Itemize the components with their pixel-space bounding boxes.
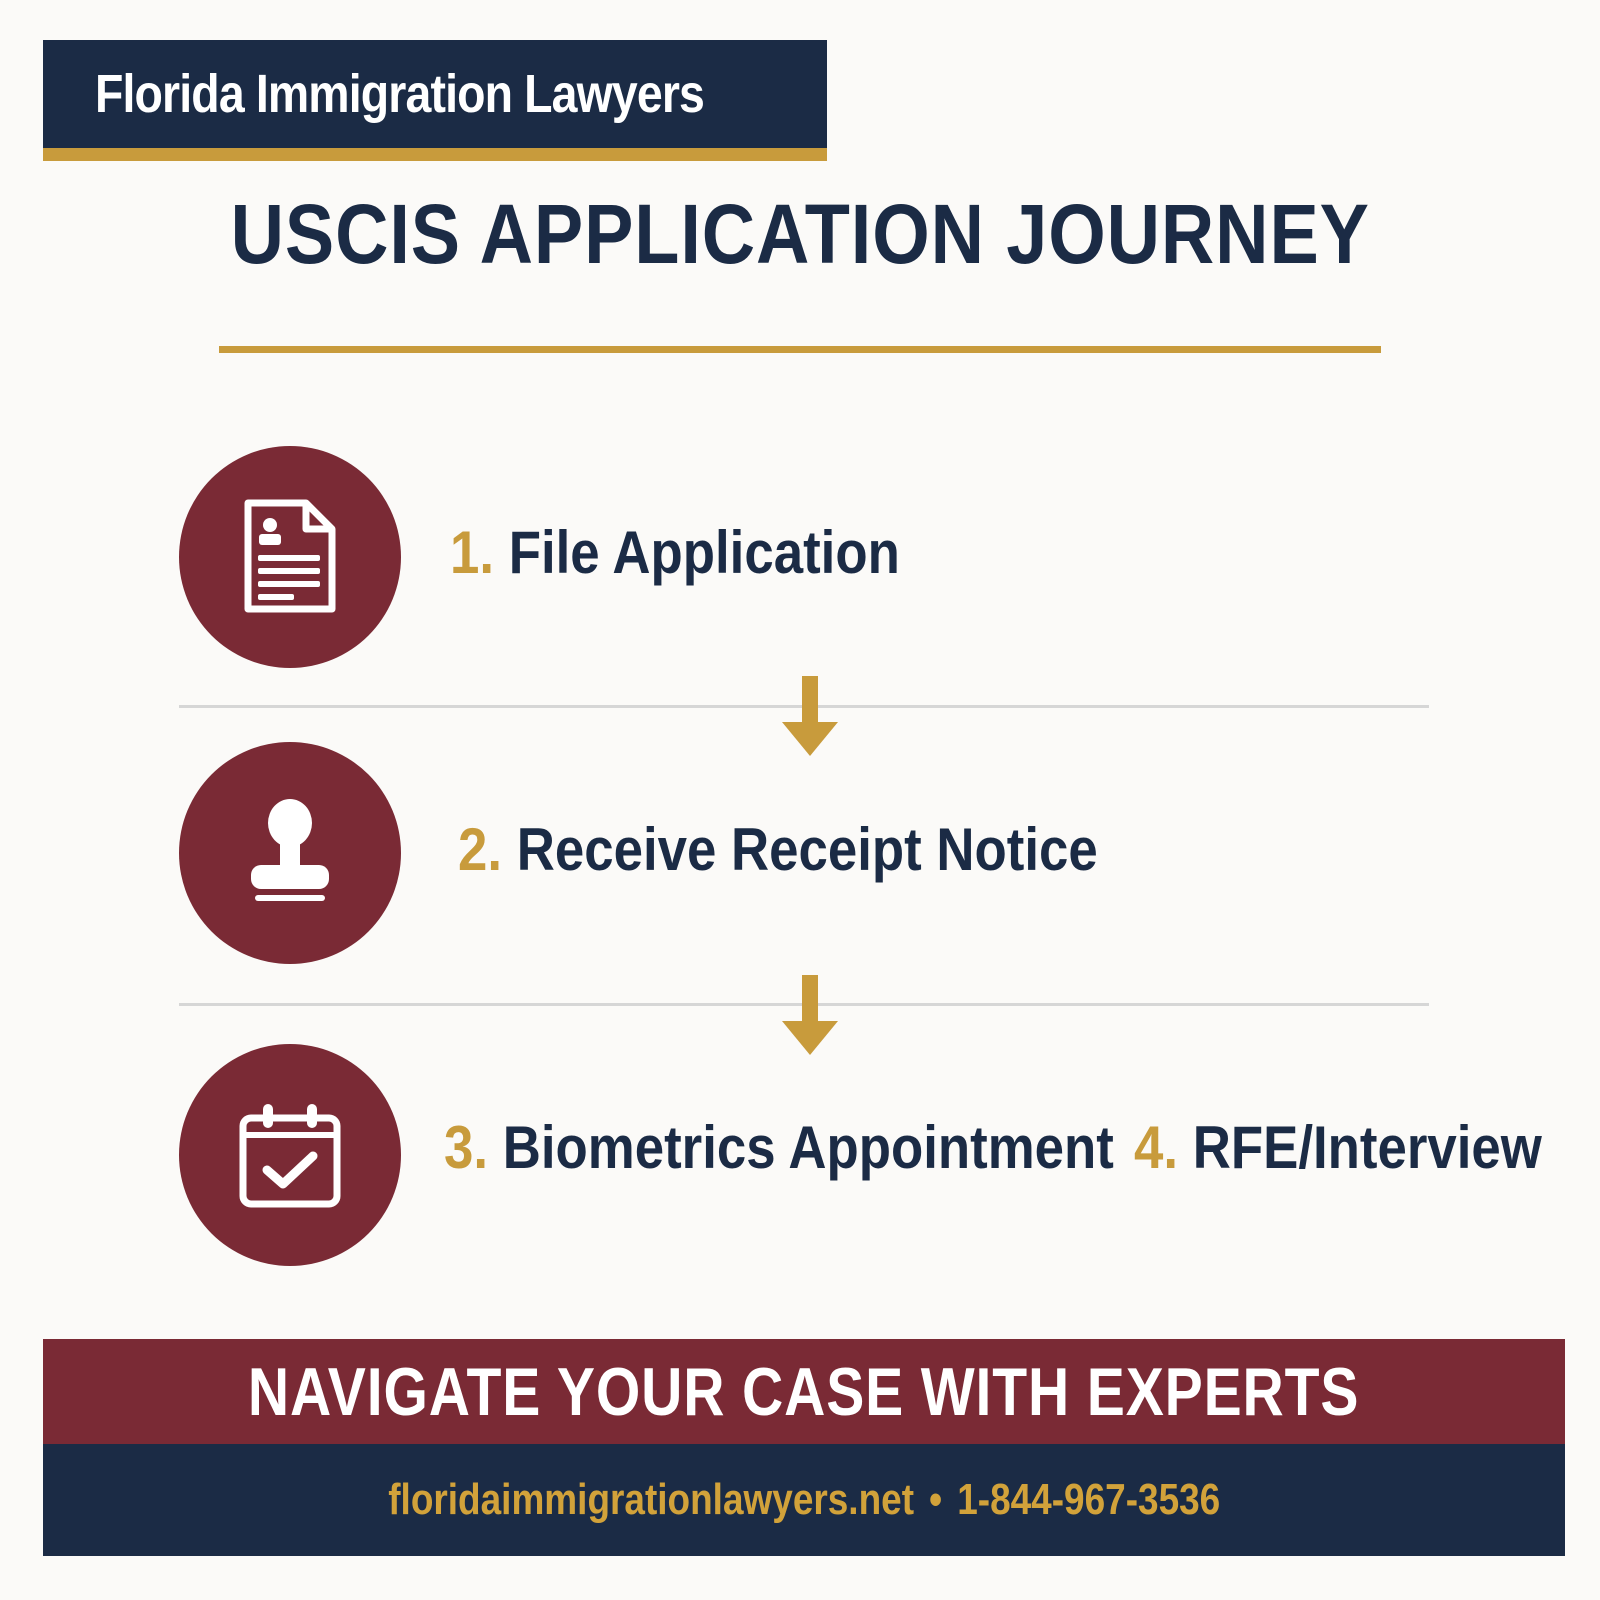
calendar-check-icon [239, 1104, 341, 1208]
contact-bar: floridaimmigrationlawyers.net • 1-844-967-… [43, 1444, 1565, 1556]
step-1-label: 1. File Application [450, 518, 900, 587]
cta-banner: NAVIGATE YOUR CASE WITH EXPERTS [43, 1339, 1565, 1444]
brand-underline [43, 148, 827, 161]
phone-number[interactable]: 1-844-967-3536 [956, 1475, 1220, 1524]
arrow-down-icon [782, 975, 838, 1055]
brand-header: Florida Immigration Lawyers [43, 40, 827, 161]
step-3-number: 3. [444, 1114, 489, 1181]
step-3-circle [179, 1044, 401, 1266]
brand-box: Florida Immigration Lawyers [43, 40, 827, 148]
step-1-circle [179, 446, 401, 668]
step-2-text: Receive Receipt Notice [516, 816, 1098, 883]
step-2-number: 2. [458, 816, 503, 883]
stamp-icon [251, 799, 329, 901]
step-4-label: 4. RFE/Interview [1134, 1113, 1542, 1182]
page-title: USCIS APPLICATION JOURNEY [0, 186, 1600, 283]
website-link[interactable]: floridaimmigrationlawyers.net [387, 1475, 914, 1524]
step-1-number: 1. [450, 519, 495, 586]
step-1-text: File Application [508, 519, 900, 586]
page-title-text: USCIS APPLICATION JOURNEY [230, 187, 1370, 281]
document-icon [244, 499, 336, 613]
brand-name: Florida Immigration Lawyers [95, 64, 705, 124]
step-4-number: 4. [1134, 1114, 1179, 1181]
step-3-label: 3. Biometrics Appointment [444, 1113, 1114, 1182]
step-4-text: RFE/Interview [1192, 1114, 1542, 1181]
step-3-text: Biometrics Appointment [502, 1114, 1114, 1181]
title-divider [219, 346, 1381, 353]
step-2-label: 2. Receive Receipt Notice [458, 815, 1098, 884]
contact-separator: • [928, 1475, 942, 1524]
cta-text: NAVIGATE YOUR CASE WITH EXPERTS [248, 1353, 1360, 1430]
arrow-down-icon [782, 676, 838, 756]
step-2-circle [179, 742, 401, 964]
contact-line: floridaimmigrationlawyers.net • 1-844-967-… [388, 1475, 1220, 1525]
